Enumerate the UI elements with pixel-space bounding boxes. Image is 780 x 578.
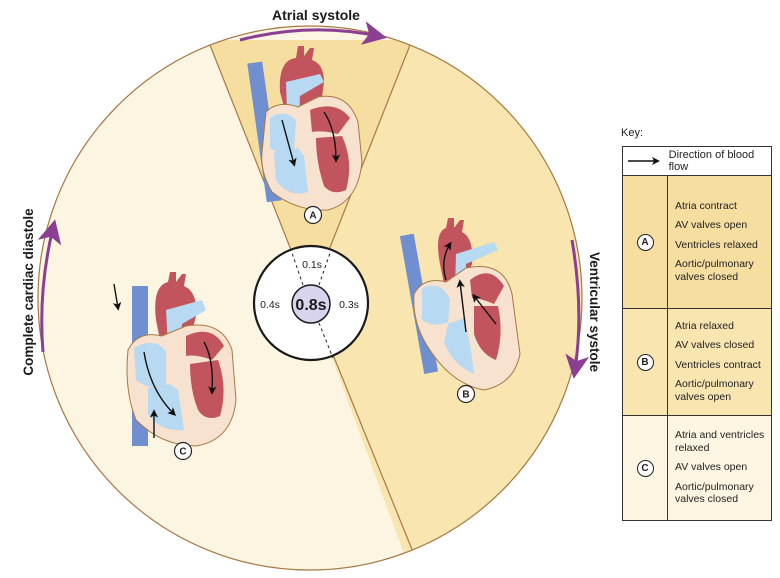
key-row-c: C Atria and ventricles relaxed AV valves… [623, 416, 771, 520]
key-item: Ventricles relaxed [675, 238, 758, 251]
key-item: AV valves closed [675, 339, 755, 352]
ventricular-duration-label: 0.3s [339, 299, 359, 311]
flow-arrow [281, 119, 297, 167]
arrow-right-icon [623, 157, 665, 165]
flow-arrow [112, 283, 122, 311]
key-badge-b: B [636, 353, 654, 371]
left-ventricle [190, 360, 224, 418]
key-legend-row: Direction of blood flow [623, 147, 771, 176]
key-table: Direction of blood flow A Atria contract… [622, 146, 772, 521]
heart-b-illustration [399, 218, 521, 391]
right-ventricle [274, 148, 308, 194]
key-item: Ventricles contract [675, 358, 761, 371]
dial-divider-bottom [318, 322, 334, 359]
flow-arrow [323, 111, 341, 163]
heart-b-badge-circle [456, 384, 476, 404]
key-legend-text: Direction of blood flow [668, 149, 755, 173]
atrial-systole-arrow [239, 21, 387, 45]
key-label: Key: [621, 127, 644, 139]
flow-arrow [456, 279, 467, 333]
diastole-label: Complete cardiac diastole [21, 208, 36, 376]
aorta [155, 272, 197, 340]
key-item: Aortic/pulmonary valves closed [675, 258, 754, 283]
ventricular-systole-arrow [565, 239, 590, 379]
key-badge-c: C [636, 459, 654, 477]
key-item: Aortic/pulmonary valves open [675, 378, 754, 403]
atrial-duration-label: 0.1s [302, 259, 322, 271]
left-atrium [186, 331, 224, 360]
key-badge-a: A [636, 233, 654, 251]
key-row-a: A Atria contract AV valves open Ventricl… [623, 176, 771, 309]
key-item: Atria relaxed [675, 319, 734, 332]
heart-c-badge: C [179, 447, 186, 458]
right-ventricle [148, 384, 184, 431]
cycle-outer-circle [37, 25, 583, 571]
right-atrium [134, 342, 166, 388]
key-item: AV valves open [675, 461, 748, 474]
cardiac-cycle-diagram: A B C 0.8s 0.1s 0.3s 0.4s [21, 7, 600, 571]
cycle-total-label: 0.8s [295, 297, 326, 314]
heart-c-badge-circle [173, 441, 193, 461]
diastole-duration-label: 0.4s [260, 299, 280, 311]
right-ventricle [444, 318, 474, 374]
key-item: Atria and ventricles relaxed [675, 429, 765, 454]
heart-a-badge: A [309, 211, 316, 222]
key-item: Aortic/pulmonary valves closed [675, 480, 754, 506]
atrial-systole-label: Atrial systole [272, 7, 360, 23]
left-ventricle [474, 306, 501, 360]
key-item: Atria contract [675, 199, 737, 212]
flow-arrow [472, 293, 497, 325]
diastole-arrow [37, 219, 62, 353]
key-item: AV valves open [675, 219, 748, 232]
cycle-total-circle [291, 284, 331, 324]
left-ventricle [316, 136, 350, 193]
flow-arrow [203, 341, 217, 395]
flow-arrow [443, 241, 452, 281]
ventricular-systole-label: Ventricular systole [587, 252, 600, 373]
heart-c-illustration [112, 272, 237, 447]
flow-arrow [143, 351, 176, 416]
right-atrium [270, 113, 296, 153]
right-atrium [422, 285, 450, 325]
key-row-b: B Atria relaxed AV valves closed Ventric… [623, 309, 771, 416]
heart-a-badge-circle [303, 205, 323, 225]
heart-a-illustration [247, 46, 363, 211]
left-atrium [310, 106, 350, 134]
heart-b-badge: B [462, 390, 469, 401]
